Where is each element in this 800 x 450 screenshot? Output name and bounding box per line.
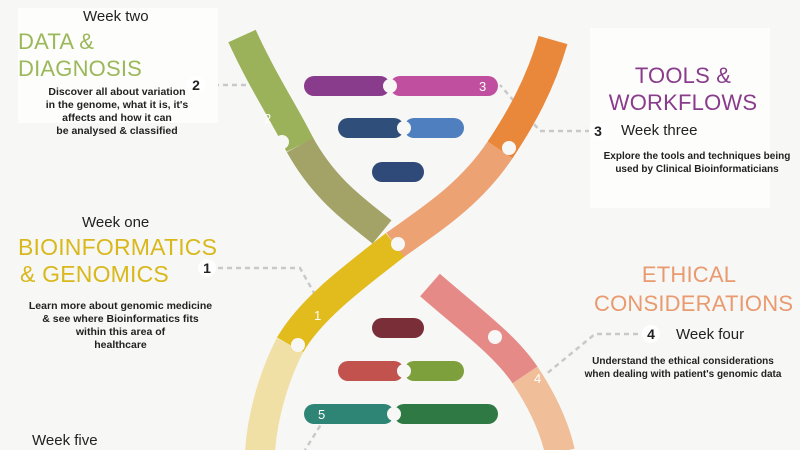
base-pair-navy (372, 162, 424, 182)
strand-segment-peach (512, 366, 575, 450)
strand-segment-salmon (386, 141, 513, 258)
week-label: Week four (676, 326, 745, 343)
week-label: Week two (83, 8, 149, 25)
base-pair-green-right (404, 361, 464, 381)
base-pair-teal-left (304, 404, 394, 424)
base-pair-maroon (372, 318, 424, 338)
card-week-three (590, 28, 770, 208)
puzzle-knob (397, 364, 411, 378)
puzzle-knob (391, 237, 405, 251)
strand-segment-cream (245, 338, 304, 450)
section-description: Discover all about variation in the geno… (45, 86, 189, 137)
puzzle-knob (275, 135, 289, 149)
section-ethical-considerations: ETHICAL CONSIDERATIONS (594, 260, 794, 318)
puzzle-knob (387, 407, 401, 421)
helix-number-5: 5 (318, 407, 325, 422)
base-pair-darkblue-left (338, 118, 404, 138)
helix-number-3: 3 (479, 79, 486, 94)
base-pair-magenta-right (390, 76, 498, 96)
strand-segment-green (228, 29, 314, 152)
section-description: Understand the ethical considerations wh… (584, 356, 782, 380)
section-heading: TOOLS & WORKFLOWS (608, 63, 758, 115)
week-label-five: Week five (32, 432, 98, 449)
section-description: Explore the tools and techniques being u… (603, 151, 791, 175)
section-tools-workflows: TOOLS & WORKFLOWS (598, 62, 798, 116)
base-pair-forest-right (394, 404, 498, 424)
step-number-1: 1 (198, 259, 216, 277)
puzzle-knob (291, 338, 305, 352)
helix-number-4: 4 (534, 371, 541, 386)
helix-number-2: 2 (264, 111, 271, 126)
puzzle-knob (502, 141, 516, 155)
helix-number-1: 1 (314, 308, 321, 323)
puzzle-knob (383, 79, 397, 93)
section-heading: BIOINFORMATICS & GENOMICS (18, 234, 218, 287)
card-week-two (18, 8, 218, 123)
section-description: Learn more about genomic medicine & see … (28, 300, 213, 351)
puzzle-knob (488, 330, 502, 344)
section-data-diagnosis: Week two DATA & DIAGNOSIS Discover all a… (18, 8, 218, 138)
base-pair-red-left (338, 361, 404, 381)
section-bioinformatics-genomics: Week one BIOINFORMATICS & GENOMICS Learn… (18, 214, 238, 352)
connector-week-five (303, 417, 327, 450)
connector-week-one (218, 266, 320, 301)
strand-segment-pink (420, 273, 538, 384)
week-label: Week three (621, 122, 698, 139)
section-heading: ETHICAL CONSIDERATIONS (594, 262, 794, 316)
strand-knobs (275, 135, 516, 352)
strand-back (228, 29, 575, 450)
strand-segment-yellow (276, 233, 405, 353)
base-pairs (304, 76, 498, 424)
step-number-2: 2 (187, 76, 205, 94)
helix-numbers: 2 3 1 4 5 (264, 79, 541, 422)
strand-front (245, 35, 568, 450)
base-pair-blue-right (404, 118, 464, 138)
step-number-4: 4 (642, 325, 660, 343)
week-label: Week one (82, 214, 150, 231)
base-pair-purple-left (304, 76, 390, 96)
strand-segment-orange (487, 35, 568, 159)
step-number-3: 3 (589, 122, 607, 140)
strand-segment-olive (286, 137, 392, 244)
section-heading: DATA & DIAGNOSIS (18, 29, 143, 81)
puzzle-knob (397, 121, 411, 135)
